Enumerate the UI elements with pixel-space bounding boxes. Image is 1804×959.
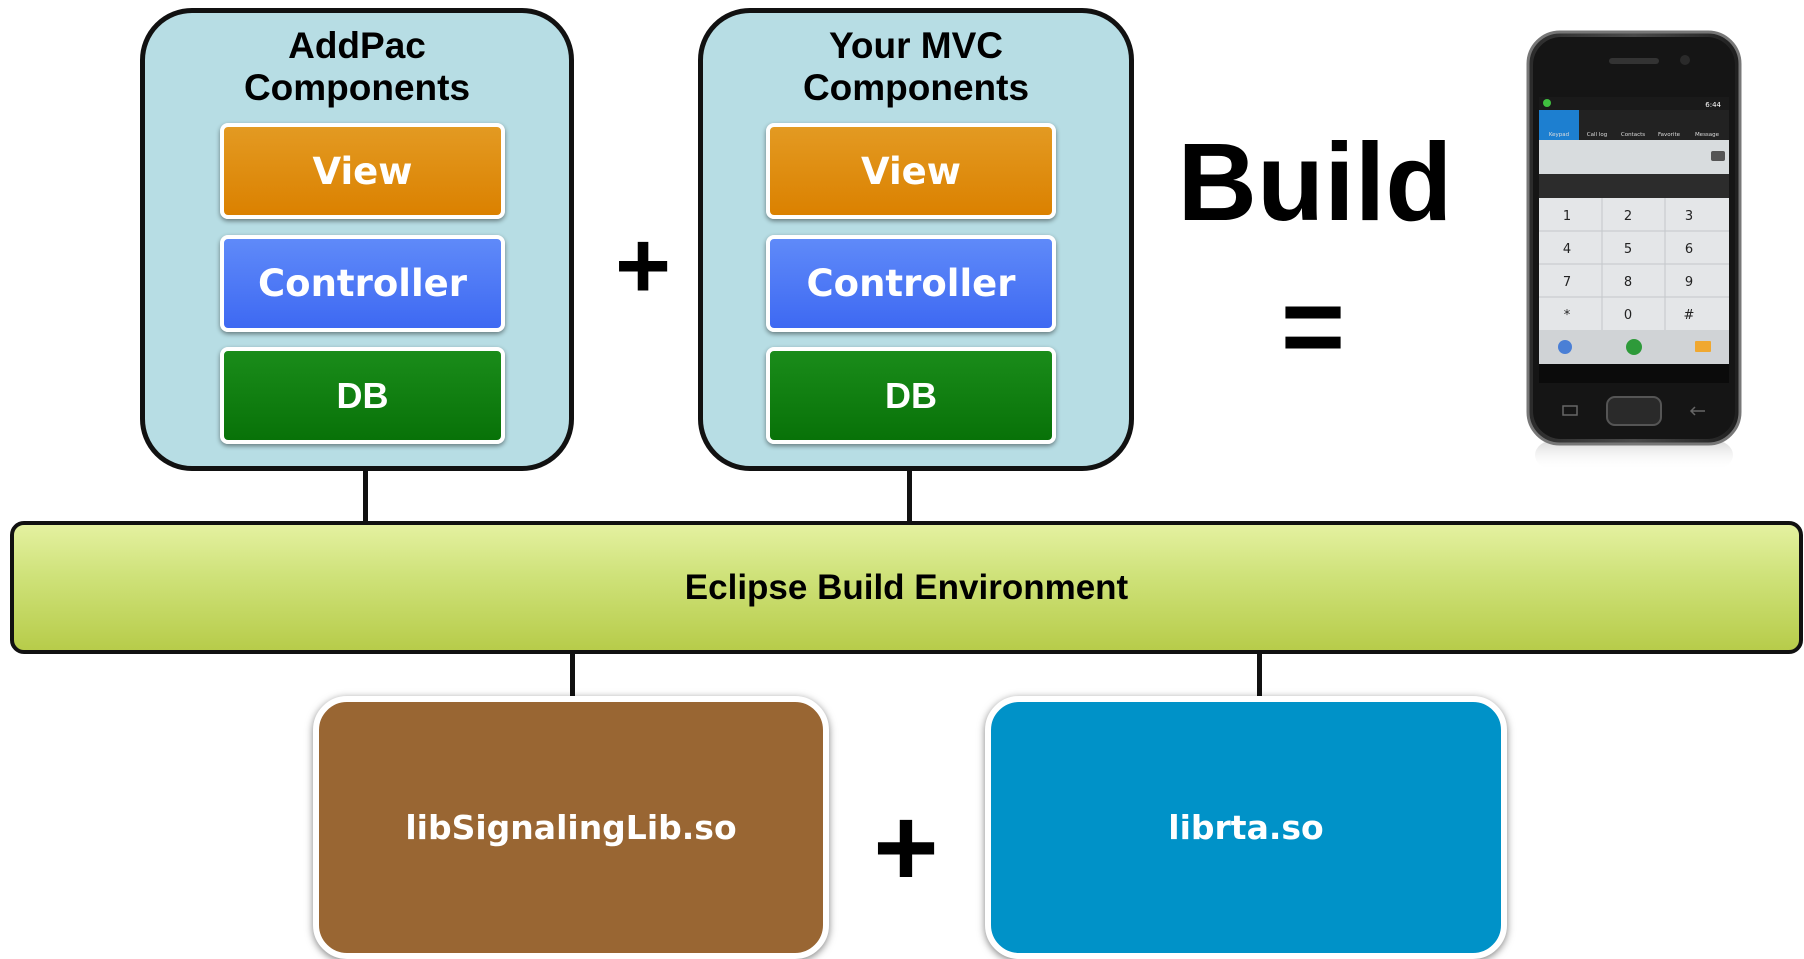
phone-tab-label-1: Call log: [1587, 132, 1607, 138]
connector-addpac-to-env: [363, 468, 368, 524]
phone-back-icon: [1689, 406, 1705, 416]
addpac-controller-block: Controller: [220, 235, 505, 332]
addpac-db-block: DB: [220, 347, 505, 444]
phone-call-icon: [1626, 339, 1642, 355]
mvc-components-group: Your MVC Components View Controller DB: [698, 8, 1134, 471]
phone-key-1: 1: [1563, 209, 1571, 224]
phone-number-display: [1539, 140, 1729, 174]
phone-reflection: [1535, 440, 1733, 470]
phone-earpiece: [1609, 58, 1659, 64]
phone-key-6: 6: [1685, 242, 1693, 257]
phone-key-hash: #: [1684, 308, 1695, 323]
phone-key-star: *: [1564, 308, 1571, 323]
addpac-view-block: View: [220, 123, 505, 219]
phone-message-icon: [1695, 341, 1711, 352]
librta-label: librta.so: [1168, 808, 1324, 847]
phone-key-3: 3: [1685, 209, 1693, 224]
libsignalinglib-block: libSignalingLib.so: [313, 696, 829, 959]
phone-image: 6:44 Keypad Call log Contacts Favorite M…: [1525, 30, 1743, 470]
connector-env-to-librta: [1257, 652, 1262, 700]
mvc-controller-label: Controller: [806, 262, 1016, 305]
equals-operator: =: [1280, 265, 1346, 388]
addpac-controller-label: Controller: [258, 262, 467, 305]
phone-key-9: 9: [1685, 275, 1693, 290]
plus-operator-bottom: +: [873, 785, 939, 910]
connector-mvc-to-env: [907, 468, 912, 524]
addpac-components-title: AddPac Components: [243, 25, 471, 108]
mvc-components-title: Your MVC Components: [802, 25, 1030, 108]
plus-operator-top: +: [614, 212, 672, 319]
phone-menu-icon: [1562, 405, 1578, 416]
mvc-controller-block: Controller: [766, 235, 1056, 332]
addpac-components-group: AddPac Components View Controller DB: [140, 8, 574, 471]
phone-key-2: 2: [1624, 209, 1632, 224]
phone-tab-label-3: Favorite: [1658, 132, 1681, 138]
eclipse-build-environment-label: Eclipse Build Environment: [684, 567, 1129, 607]
librta-block: librta.so: [985, 696, 1507, 959]
phone-voicemail-icon: [1558, 340, 1572, 354]
phone-status-time: 6:44: [1705, 101, 1721, 109]
addpac-view-label: View: [312, 149, 413, 193]
mvc-db-block: DB: [766, 347, 1056, 444]
phone-home-button: [1606, 396, 1662, 426]
phone-tab-label-4: Message: [1695, 132, 1720, 138]
phone-key-4: 4: [1563, 242, 1571, 257]
addpac-db-label: DB: [336, 374, 389, 416]
phone-illustration: 6:44 Keypad Call log Contacts Favorite M…: [1526, 30, 1742, 470]
phone-key-0: 0: [1624, 308, 1632, 323]
phone-backspace-icon: [1711, 151, 1725, 161]
mvc-view-block: View: [766, 123, 1056, 219]
phone-status-bar: [1539, 97, 1729, 110]
phone-key-5: 5: [1624, 242, 1632, 257]
phone-camera: [1680, 55, 1690, 65]
eclipse-build-environment-bar: Eclipse Build Environment: [10, 521, 1803, 654]
build-label: Build: [1177, 121, 1453, 244]
libsignalinglib-label: libSignalingLib.so: [405, 808, 737, 847]
connector-env-to-signaling: [570, 652, 575, 700]
phone-key-7: 7: [1563, 275, 1571, 290]
phone-key-8: 8: [1624, 275, 1632, 290]
mvc-db-label: DB: [885, 374, 937, 416]
phone-tab-label-2: Contacts: [1621, 132, 1645, 138]
mvc-view-label: View: [861, 149, 961, 193]
phone-tab-keypad: [1539, 110, 1579, 140]
phone-tab-label-0: Keypad: [1549, 132, 1569, 138]
